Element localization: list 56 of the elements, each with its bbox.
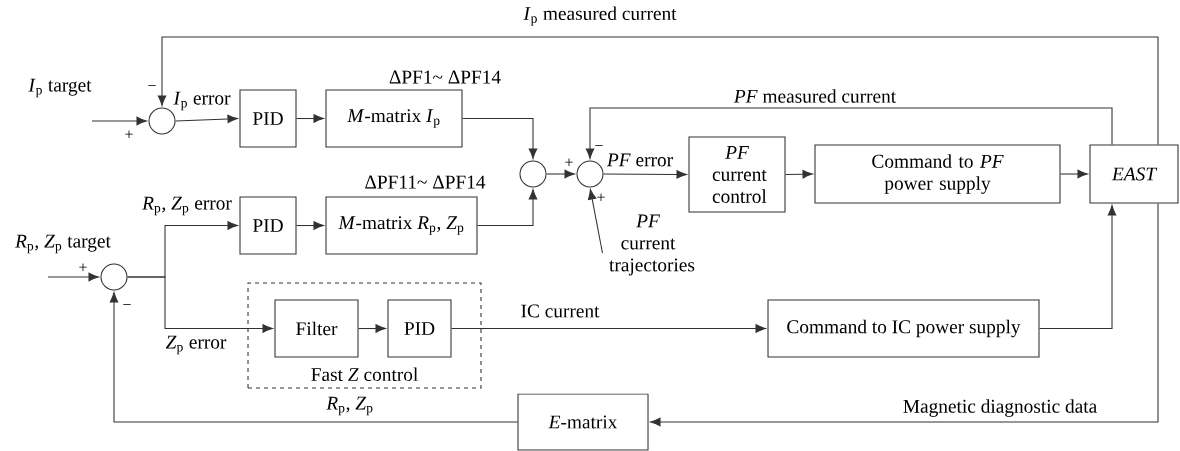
block-box: PF current control xyxy=(688,136,786,213)
edge-label: R$_{p}$, Z$_{p}$ xyxy=(326,396,373,416)
arrow xyxy=(477,189,538,227)
sign-label: + xyxy=(597,193,605,201)
edge-label: ΔPF11~ ΔPF14 xyxy=(365,175,486,189)
arrow xyxy=(1060,169,1088,179)
arrow xyxy=(451,324,766,333)
block-box: M-matrix R$_{p}$, Z$_{p}$ xyxy=(325,196,478,255)
summing-junction xyxy=(100,263,128,291)
arrow xyxy=(127,276,273,333)
arrow xyxy=(785,169,813,179)
edge-label: R$_{p}$, Z$_{p}$ target xyxy=(15,234,111,254)
arrow xyxy=(91,116,147,126)
edge-label: IC current xyxy=(521,304,600,318)
arrow xyxy=(175,114,238,124)
block-box: Command to IC power supply xyxy=(767,299,1040,358)
edge-label: ΔPF1~ ΔPF14 xyxy=(389,70,501,84)
edge-label: I$_{p}$ error xyxy=(173,91,231,111)
summing-junction xyxy=(519,160,547,188)
arrow xyxy=(546,169,575,179)
edge-label: R$_{p}$, Z$_{p}$ error xyxy=(142,196,232,216)
input-label: PF current trajectories xyxy=(609,214,695,276)
block-box: PID xyxy=(239,89,297,148)
sign-label: − xyxy=(123,304,131,305)
block-box: Filter xyxy=(274,299,359,358)
block-box: PID xyxy=(387,299,452,358)
edge-label: PF error xyxy=(606,153,673,167)
sign-label: + xyxy=(79,263,87,271)
block-box: EAST xyxy=(1089,144,1179,204)
edge-label: I$_{p}$ measured current xyxy=(523,6,677,26)
block-box: PID xyxy=(239,196,297,255)
arrow xyxy=(603,170,687,179)
arrow xyxy=(1039,205,1117,330)
arrow xyxy=(462,117,538,159)
block-box: E-matrix xyxy=(517,393,649,451)
arrow xyxy=(47,272,99,282)
arrow xyxy=(587,189,603,254)
edge-label: Magnetic diagnostic data xyxy=(903,399,1097,417)
sign-label: − xyxy=(595,145,603,146)
arrow xyxy=(585,107,1113,159)
sign-label: + xyxy=(565,158,573,166)
summing-junction xyxy=(148,107,176,135)
arrow xyxy=(650,203,1159,427)
edge-label: PF measured current xyxy=(733,89,897,103)
summing-junction xyxy=(576,160,604,188)
arrow xyxy=(109,292,518,423)
edge-label: I$_{p}$ target xyxy=(28,78,92,98)
arrow xyxy=(296,114,324,123)
sign-label: + xyxy=(125,130,133,138)
arrow xyxy=(296,221,324,230)
edge-label: Z$_{p}$ error xyxy=(165,335,227,355)
block-box: M-matrix I$_{p}$ xyxy=(325,89,463,148)
block-box: Command to PF power supply xyxy=(814,144,1061,204)
arrow xyxy=(358,324,386,333)
sign-label: − xyxy=(148,85,156,86)
arrow xyxy=(157,36,1159,145)
